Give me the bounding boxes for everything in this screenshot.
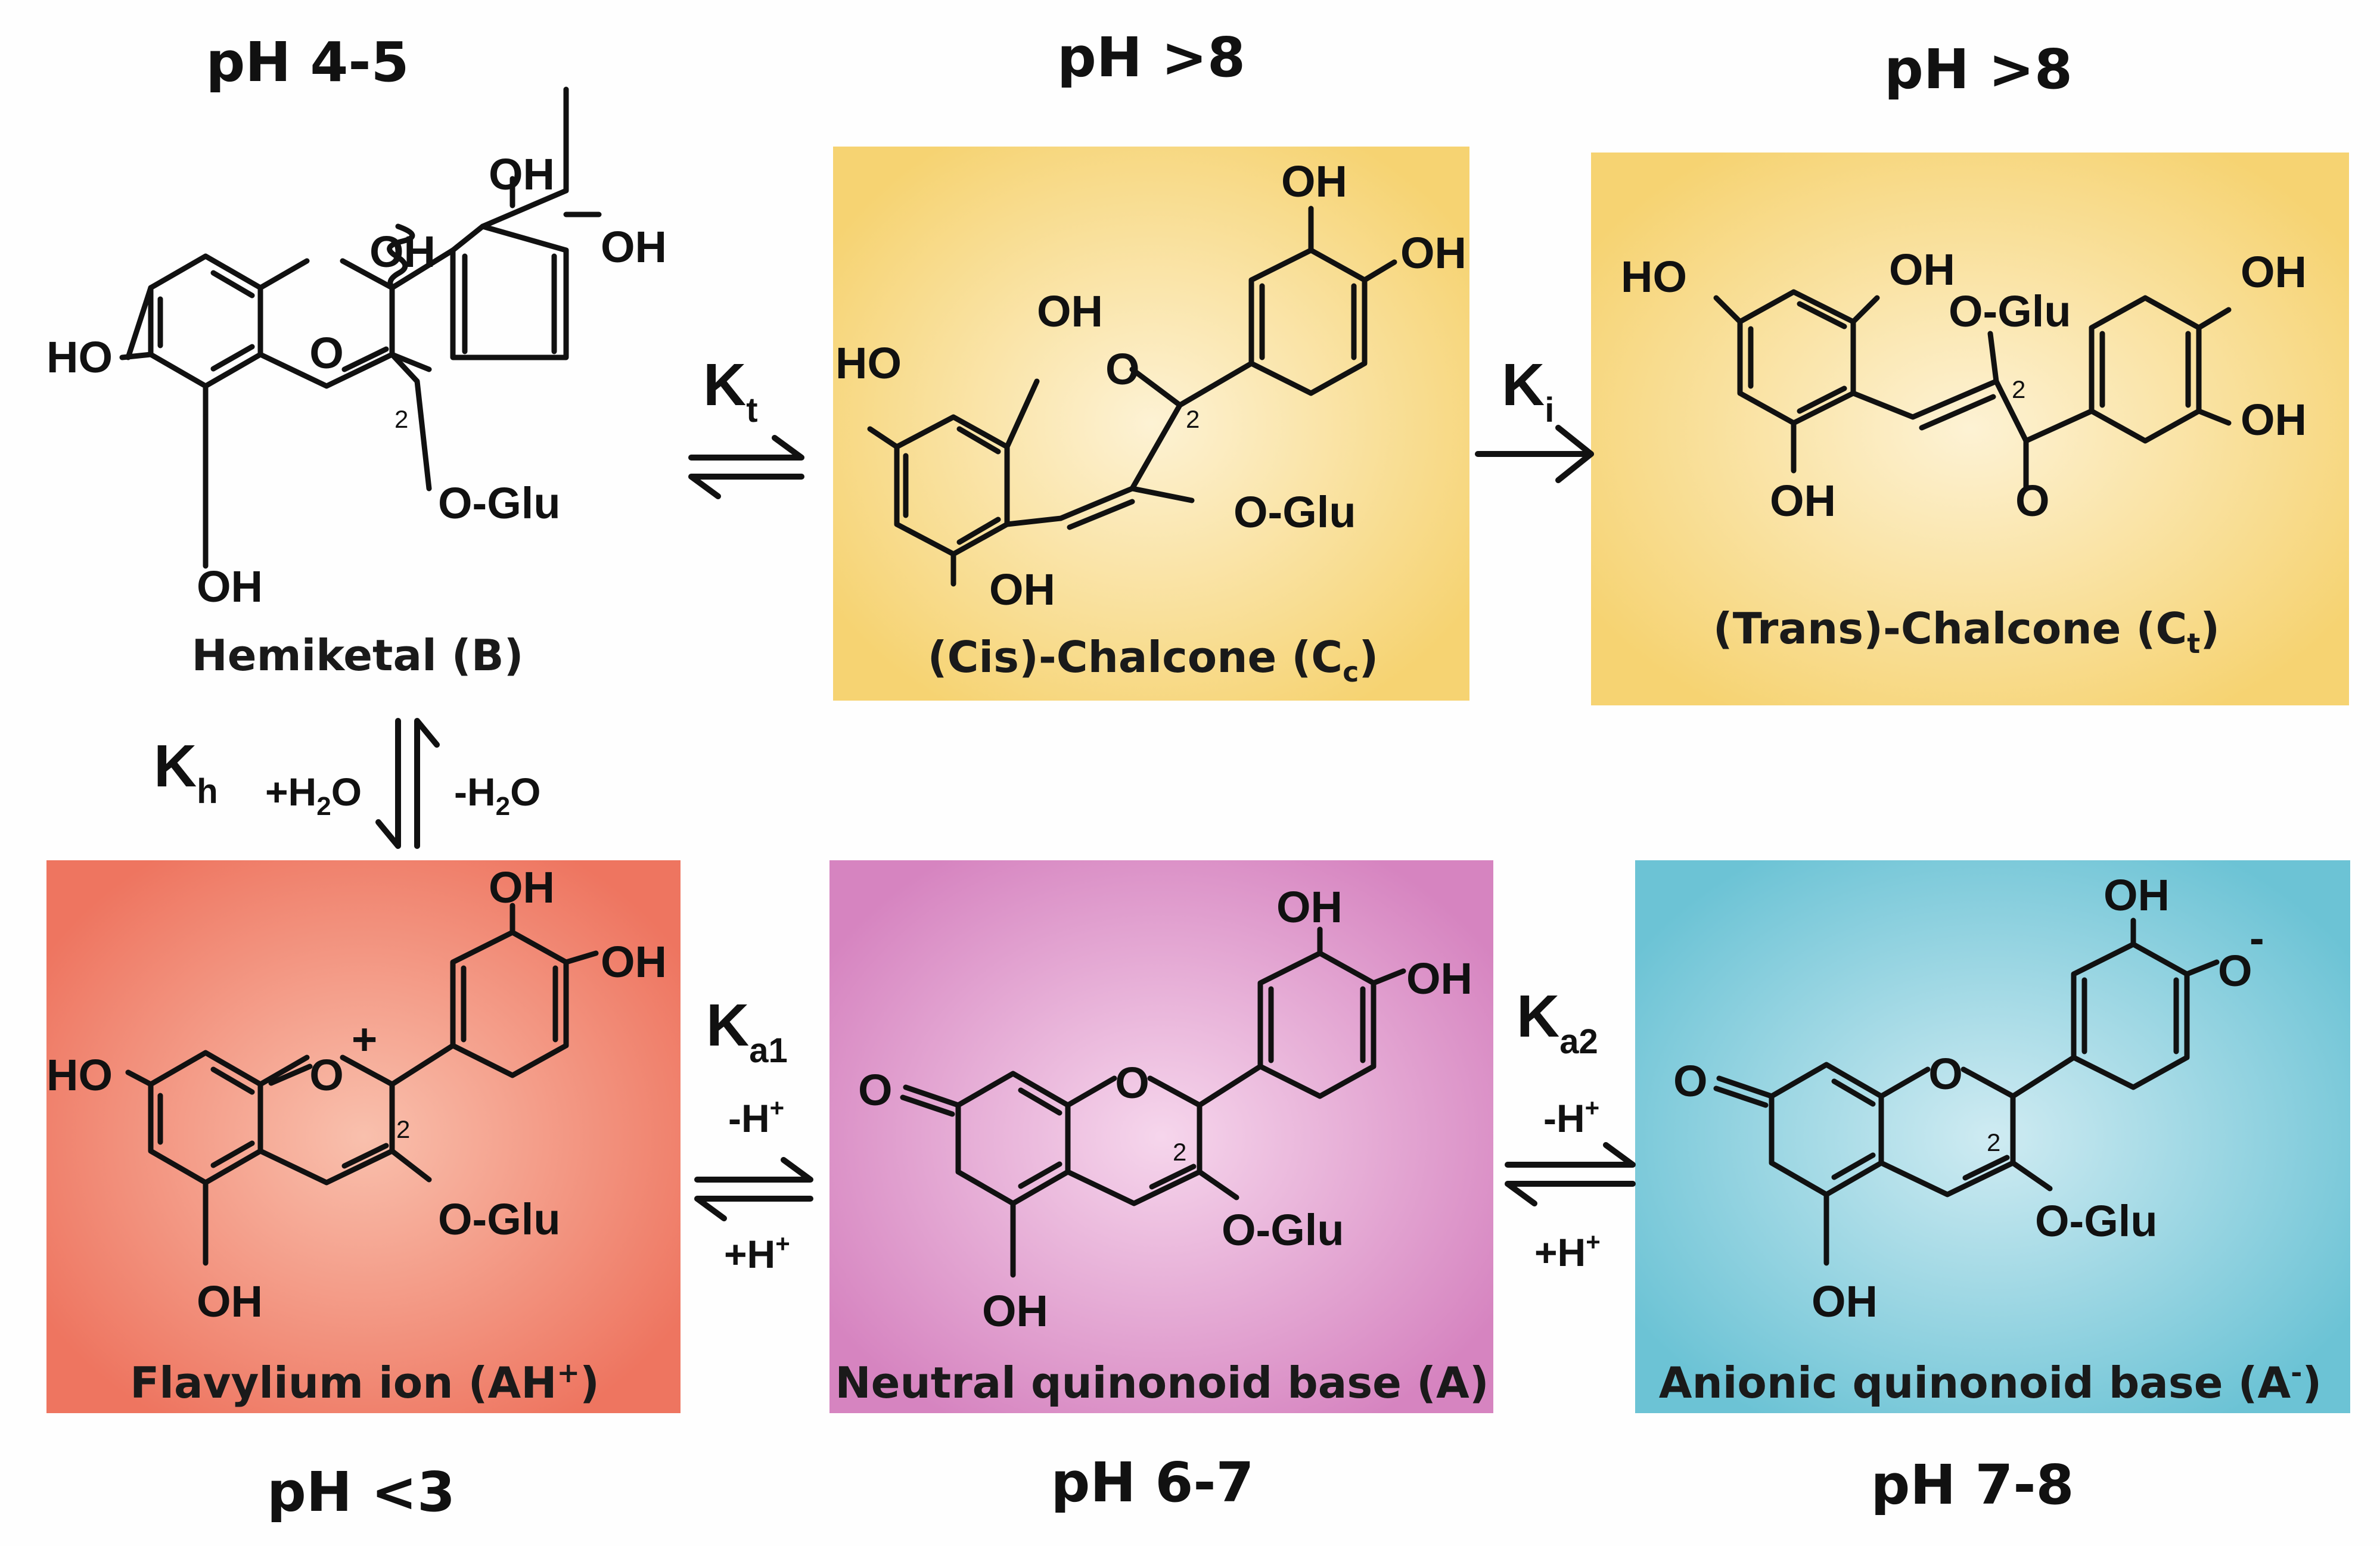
- svg-text:O: O: [2218, 946, 2252, 996]
- svg-text:O: O: [1105, 344, 1140, 394]
- svg-text:HO: HO: [46, 1050, 113, 1100]
- svg-text:2: 2: [1987, 1128, 2000, 1156]
- kt-equilibrium-arrow: [688, 435, 804, 499]
- svg-text:+: +: [352, 1015, 377, 1064]
- svg-text:OH: OH: [2104, 870, 2170, 920]
- ph-label-hemiketal: pH 4-5: [206, 30, 409, 94]
- svg-text:O-Glu: O-Glu: [438, 478, 561, 528]
- svg-text:HO: HO: [1621, 252, 1687, 301]
- svg-text:2: 2: [396, 1115, 410, 1143]
- svg-text:OH: OH: [197, 562, 263, 611]
- svg-text:OH: OH: [601, 222, 667, 272]
- svg-text:OH: OH: [989, 565, 1055, 614]
- svg-text:O-Glu: O-Glu: [1234, 487, 1356, 537]
- svg-text:O: O: [1928, 1049, 1963, 1099]
- ka1-bottom: +H+: [724, 1230, 790, 1276]
- svg-text:OH: OH: [601, 937, 667, 987]
- svg-text:OH: OH: [489, 150, 555, 199]
- svg-text:OH: OH: [1276, 882, 1343, 932]
- ph-label-cis: pH >8: [1057, 26, 1245, 89]
- neutral-base-name: Neutral quinonoid base (A): [835, 1358, 1489, 1408]
- svg-text:OH: OH: [982, 1286, 1048, 1336]
- svg-text:OH: OH: [1281, 157, 1347, 206]
- trans-chalcone-structure: HO OH O-Glu OH OH OH O 2: [1621, 245, 2307, 525]
- svg-text:O-Glu: O-Glu: [1222, 1205, 1344, 1255]
- neutral-base-structure: O O OH OH O-Glu OH 2: [858, 882, 1472, 1336]
- kh-remove-water: -H2O: [454, 770, 540, 821]
- flavylium-panel: [46, 860, 681, 1413]
- svg-text:HO: HO: [46, 332, 113, 382]
- ka1-equilibrium-arrow: [694, 1157, 813, 1221]
- svg-text:OH: OH: [197, 1277, 263, 1326]
- ka1-top: -H+: [728, 1094, 784, 1140]
- svg-text:O: O: [2015, 476, 2050, 525]
- svg-text:OH: OH: [1889, 245, 1955, 294]
- svg-text:OH: OH: [1037, 287, 1103, 336]
- cis-chalcone-panel: [833, 147, 1469, 701]
- ka2-bottom: +H+: [1534, 1228, 1601, 1274]
- ph-label-trans: pH >8: [1884, 38, 2073, 101]
- svg-text:OH: OH: [2241, 395, 2307, 444]
- cis-chalcone-name: (Cis)-Chalcone (Cc): [928, 632, 1379, 688]
- svg-text:O: O: [309, 328, 344, 378]
- trans-chalcone-panel: [1591, 153, 2349, 705]
- svg-text:O-Glu: O-Glu: [1949, 287, 2071, 336]
- svg-text:O: O: [1673, 1056, 1708, 1106]
- flavylium-name: Flavylium ion (AH+): [130, 1357, 599, 1408]
- hemiketal-structure: O HO OH OH OH O-Glu OH 2: [46, 86, 667, 611]
- svg-text:OH: OH: [1400, 228, 1466, 278]
- svg-text:O: O: [858, 1065, 893, 1115]
- ph-label-anionic: pH 7-8: [1871, 1453, 2074, 1517]
- ka2-equilibrium-arrow: [1505, 1142, 1636, 1206]
- ph-label-flavylium: pH <3: [267, 1460, 455, 1524]
- cis-chalcone-structure: OH OH OH HO O O-Glu OH 2: [835, 157, 1466, 614]
- svg-text:O: O: [1115, 1058, 1149, 1108]
- svg-text:2: 2: [1173, 1138, 1186, 1166]
- svg-text:OH: OH: [369, 227, 436, 276]
- trans-chalcone-name: (Trans)-Chalcone (Ct): [1713, 604, 2220, 660]
- anionic-base-name: Anionic quinonoid base (A-): [1659, 1357, 2322, 1408]
- svg-text:HO: HO: [835, 338, 902, 388]
- svg-text:2: 2: [2012, 375, 2025, 403]
- ka2-label: Ka2: [1517, 983, 1598, 1061]
- svg-text:OH: OH: [2241, 247, 2307, 297]
- kh-equilibrium-arrow: [375, 718, 440, 849]
- kt-label: Kt: [703, 351, 758, 430]
- svg-text:2: 2: [394, 405, 408, 433]
- svg-text:OH: OH: [489, 863, 555, 912]
- svg-text:O-Glu: O-Glu: [2035, 1196, 2158, 1246]
- svg-text:2: 2: [1186, 405, 1200, 433]
- kh-label: Kh: [154, 733, 218, 811]
- flavylium-structure: O + HO OH OH O-Glu OH 2: [46, 863, 667, 1326]
- svg-text:-: -: [2249, 913, 2264, 963]
- ka1-label: Ka1: [706, 992, 788, 1070]
- svg-text:O-Glu: O-Glu: [438, 1195, 561, 1244]
- svg-text:OH: OH: [1812, 1277, 1878, 1326]
- neutral-base-panel: [829, 860, 1493, 1413]
- hemiketal-name: Hemiketal (B): [191, 630, 523, 680]
- anionic-base-structure: O O OH O - O-Glu OH 2: [1673, 870, 2264, 1326]
- svg-text:OH: OH: [1406, 954, 1472, 1003]
- kh-add-water: +H2O: [265, 770, 362, 821]
- ki-arrow: [1475, 425, 1594, 483]
- svg-text:O: O: [309, 1050, 344, 1100]
- svg-text:OH: OH: [1770, 476, 1836, 525]
- ki-label: Ki: [1502, 351, 1554, 430]
- ka2-top: -H+: [1543, 1094, 1599, 1140]
- ph-label-neutral: pH 6-7: [1051, 1451, 1254, 1514]
- anionic-base-panel: [1635, 860, 2350, 1413]
